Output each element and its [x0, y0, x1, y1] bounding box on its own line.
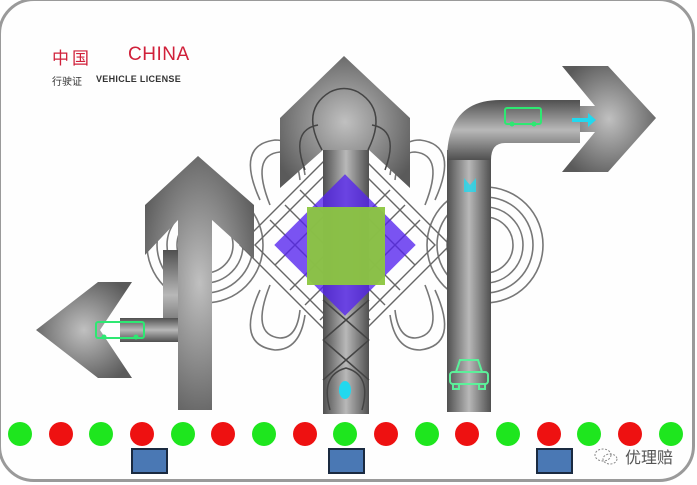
blue-blocks	[131, 448, 573, 474]
wechat-icon	[594, 448, 618, 465]
straight-arrow-short	[145, 156, 254, 410]
dots-row	[8, 422, 683, 446]
bus-icon	[504, 107, 542, 125]
bus-icon	[95, 321, 145, 339]
subtitle-chinese: 行驶证	[52, 77, 82, 88]
watermark-text: 优理赔	[625, 448, 674, 467]
watermark: 优理赔	[593, 444, 673, 468]
right-turn-arrow	[447, 66, 656, 412]
center-square	[307, 207, 385, 285]
title-english: CHINA	[128, 44, 190, 65]
subtitle-english: VEHICLE LICENSE	[96, 74, 182, 84]
drop-icon	[339, 381, 351, 399]
car-icon	[449, 359, 489, 390]
title-chinese: 中国	[52, 49, 92, 69]
arrow-icon	[572, 113, 596, 127]
